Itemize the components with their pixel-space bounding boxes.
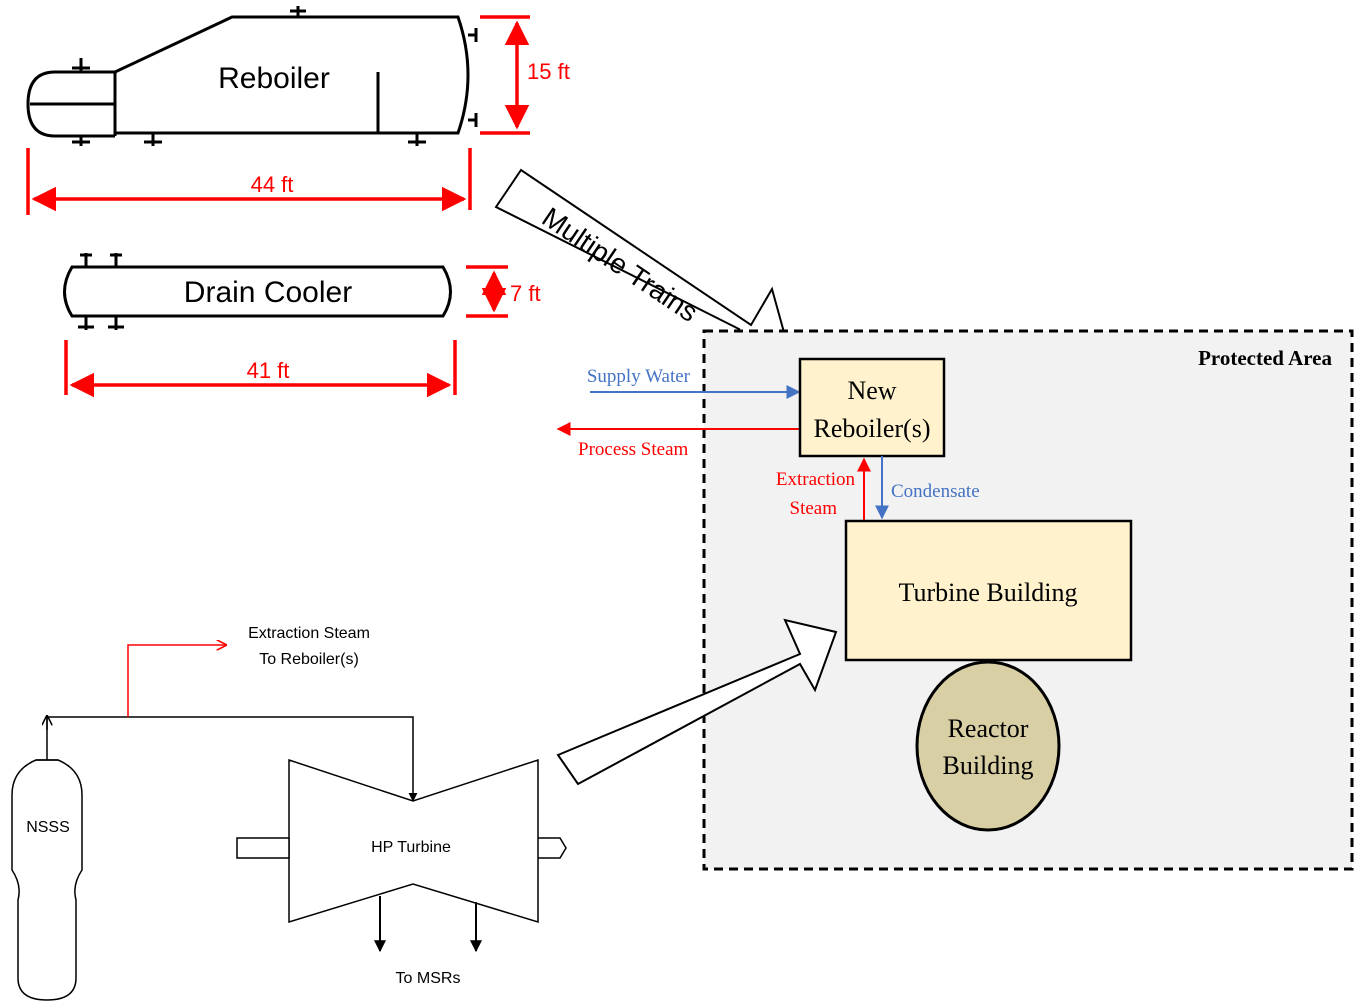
- condensate-label: Condensate: [891, 481, 980, 502]
- reactor-building: [915, 660, 1061, 832]
- schematic-extraction-label-line2: To Reboiler(s): [259, 651, 359, 668]
- hp-turbine: [288, 758, 539, 924]
- main-steam-line: [46, 716, 418, 802]
- new-reboiler-label-line2: Reboiler(s): [814, 414, 931, 443]
- nsss-vessel: [11, 759, 83, 1001]
- drain-cooler-length-label: 41 ft: [247, 358, 290, 383]
- drain-cooler-height-label: 7 ft: [510, 281, 541, 306]
- hp-turbine-label: HP Turbine: [371, 839, 451, 856]
- reactor-building-label-line2: Building: [942, 751, 1033, 780]
- new-reboiler-box: [798, 357, 946, 458]
- schematic-to-turbine-arrow: [556, 618, 838, 786]
- multiple-trains-label: Multiple Trains: [537, 201, 704, 328]
- protected-area-label: Protected Area: [1198, 346, 1332, 370]
- extraction-steam-label-line2: Steam: [790, 498, 838, 519]
- drain-cooler-sketch: [63, 253, 452, 330]
- turbine-building-box: [844, 519, 1133, 662]
- reboiler-height-label: 15 ft: [527, 59, 570, 84]
- turbine-building-label: Turbine Building: [899, 578, 1078, 607]
- turbine-shaft-right: [538, 837, 567, 859]
- drain-cooler-length-dimension: [64, 340, 457, 398]
- reactor-building-label-line1: Reactor: [948, 714, 1029, 743]
- reboiler-label: Reboiler: [218, 62, 330, 95]
- supply-water-label: Supply Water: [587, 366, 691, 387]
- new-reboiler-label-line1: New: [847, 376, 896, 405]
- reboiler-length-label: 44 ft: [251, 172, 294, 197]
- extraction-branch-line: [127, 645, 226, 717]
- reboiler-height-dimension: [480, 15, 530, 135]
- reboiler-length-dimension: [26, 148, 472, 215]
- turbine-shaft-left: [236, 837, 290, 859]
- to-msrs-label: To MSRs: [396, 970, 461, 987]
- schematic-extraction-label-line1: Extraction Steam: [248, 625, 370, 642]
- drain-cooler-height-dimension: [466, 265, 508, 318]
- nsss-label: NSSS: [26, 819, 70, 836]
- drain-cooler-label: Drain Cooler: [184, 276, 352, 309]
- extraction-steam-label-line1: Extraction: [776, 469, 856, 490]
- process-steam-label: Process Steam: [578, 439, 689, 460]
- reboiler-sketch: [26, 6, 478, 146]
